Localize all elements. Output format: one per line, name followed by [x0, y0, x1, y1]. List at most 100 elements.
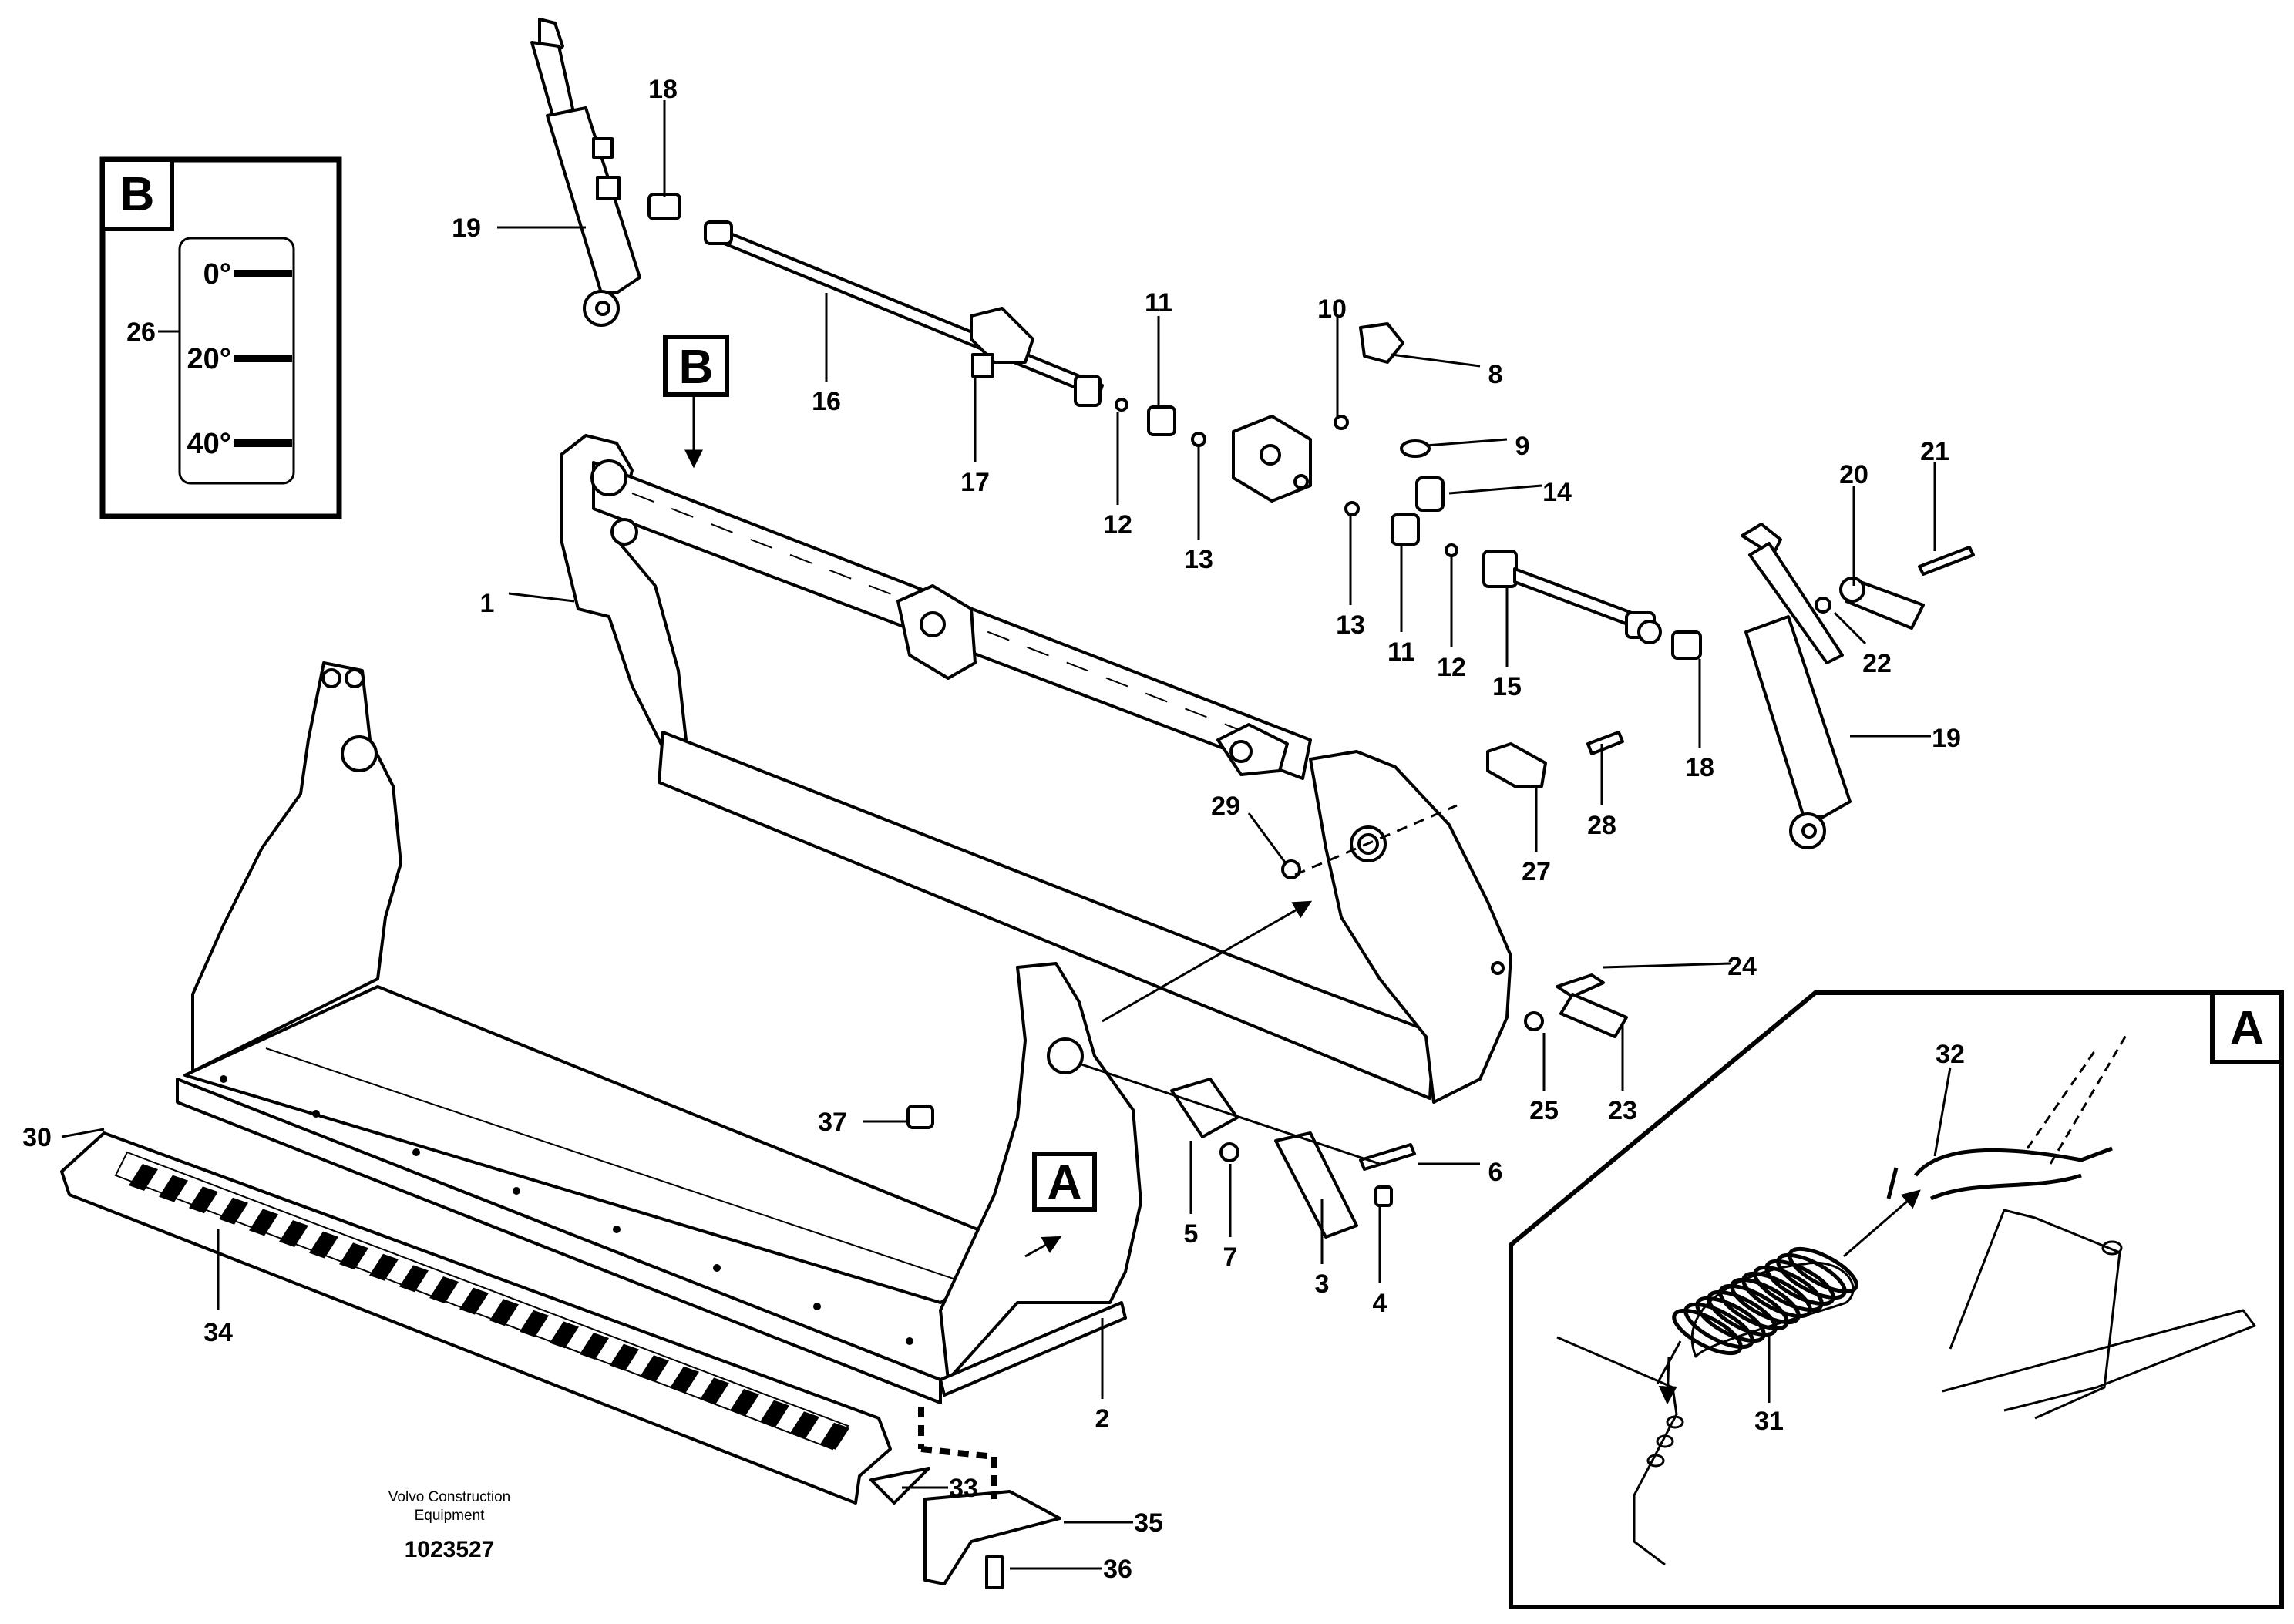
part-number-label: 30 [22, 1123, 52, 1152]
hatch-stripe [339, 1242, 368, 1270]
leader-line [1425, 438, 1508, 447]
part-number-label: 23 [1608, 1096, 1637, 1125]
part-number-label: 15 [1492, 672, 1522, 701]
hatch-stripe [429, 1276, 459, 1303]
spring-coil [1718, 1283, 1789, 1331]
inset-b-frame: B 0° 20° 40° [99, 156, 342, 519]
part-number-label: 4 [1373, 1289, 1388, 1318]
part-number-label: 3 [1315, 1269, 1330, 1299]
company-name-line1: Volvo Construction [388, 1489, 510, 1505]
spring-coil [1764, 1259, 1835, 1306]
hatch-stripe [730, 1389, 759, 1416]
part-number-label: 20 [1839, 460, 1868, 489]
part-number-label: 34 [204, 1318, 233, 1347]
hatch-stripe [309, 1231, 338, 1259]
hatch-stripe [219, 1197, 248, 1225]
part-number-label: 14 [1542, 478, 1572, 507]
inset-a-letter: A [2230, 1002, 2265, 1055]
hatch-stripe [700, 1377, 729, 1405]
angle-scale: 0° 20° 40° [187, 258, 292, 460]
scale-label-40: 40° [187, 428, 231, 460]
inset-a-frame: A [1509, 990, 2284, 1609]
scale-tick [234, 355, 292, 362]
hatch-stripe [790, 1411, 819, 1439]
part-number-label: 9 [1515, 432, 1530, 461]
leader-line [1247, 812, 1287, 864]
part-number-label: 1 [480, 589, 495, 618]
cutting-edge-strip [60, 1131, 892, 1505]
part-number-label: 13 [1336, 610, 1365, 640]
hatch-stripe [249, 1209, 278, 1236]
part-number-label: 2 [1095, 1404, 1110, 1434]
part-number-label: 11 [1388, 637, 1415, 667]
part-number-label: 24 [1727, 952, 1757, 981]
scale-label-20: 20° [187, 343, 231, 375]
hatch-stripe [159, 1175, 188, 1202]
hatch-stripe [459, 1287, 489, 1315]
hydraulic-parts [530, 18, 1975, 1589]
spring-coil [1707, 1289, 1778, 1337]
part-number-label: 7 [1223, 1242, 1238, 1272]
leader-line [508, 592, 575, 603]
callout-a-main-letter: A [1048, 1156, 1082, 1209]
part-number-label: 36 [1103, 1555, 1132, 1584]
part-number-label: 12 [1437, 653, 1466, 682]
hatch-stripe [520, 1310, 549, 1337]
hatch-stripe [369, 1253, 399, 1281]
part-number-label: 37 [818, 1108, 847, 1137]
part-number-label: 17 [960, 468, 990, 497]
hatch-stripe [640, 1355, 669, 1383]
part-number-label: 22 [1862, 649, 1892, 678]
callout-b-main: B [663, 335, 729, 469]
spring-coil [1730, 1277, 1801, 1325]
part-number-label: 25 [1529, 1096, 1559, 1125]
spring-coil [1788, 1246, 1858, 1294]
scale-label-0: 0° [204, 258, 231, 291]
leader-line [1448, 484, 1542, 495]
spring-coil [1741, 1271, 1812, 1319]
hatch-stripe [129, 1164, 158, 1191]
part-number-label: 26 [126, 318, 156, 347]
hatch-stripe [399, 1265, 429, 1293]
spring-coils [1672, 1246, 1858, 1356]
part-number-label: 28 [1587, 811, 1616, 840]
hatch-stripe [489, 1299, 519, 1326]
part-number-label: 35 [1134, 1508, 1163, 1538]
spring-coil [1753, 1265, 1824, 1313]
spring-coil [1684, 1302, 1754, 1350]
hatch-stripe [610, 1343, 639, 1371]
part-number-label: 32 [1936, 1040, 1965, 1069]
hatch-stripe [580, 1333, 609, 1360]
spring-coil [1695, 1296, 1766, 1343]
part-numbers: 1234567891011121313111214151617181819192… [22, 75, 1965, 1584]
part-number-label: 6 [1488, 1158, 1503, 1187]
part-number-label: 5 [1184, 1219, 1199, 1249]
spring-coil [1672, 1308, 1743, 1356]
explosion-lines [918, 804, 1458, 1499]
part-number-label: 31 [1754, 1407, 1784, 1436]
part-number-label: 8 [1488, 360, 1503, 389]
bucket-top-assembly [560, 434, 1512, 1104]
part-number-label: 21 [1920, 437, 1949, 466]
scale-tick [234, 270, 292, 277]
part-number-label: 10 [1317, 294, 1347, 324]
part-number-label: 12 [1103, 510, 1132, 540]
part-number-label: 16 [812, 387, 841, 416]
callout-a-main: A [1032, 1152, 1097, 1212]
inset-b-letter: B [120, 168, 155, 221]
part-number-label: 18 [1685, 753, 1714, 782]
part-number-label: 18 [648, 75, 678, 104]
hatch-stripe [820, 1422, 849, 1450]
hatch-stripe [189, 1186, 218, 1214]
strip-hatch [129, 1164, 849, 1450]
spring-coil [1776, 1252, 1847, 1300]
part-number-label: 13 [1184, 545, 1213, 574]
part-number-label: 19 [452, 214, 481, 243]
hatch-stripe [760, 1400, 789, 1427]
drawing-footer: Volvo Construction Equipment 1023527 [388, 1489, 510, 1562]
hatch-stripe [670, 1366, 699, 1394]
leader-line [1603, 962, 1731, 969]
hatch-stripe [279, 1220, 308, 1247]
